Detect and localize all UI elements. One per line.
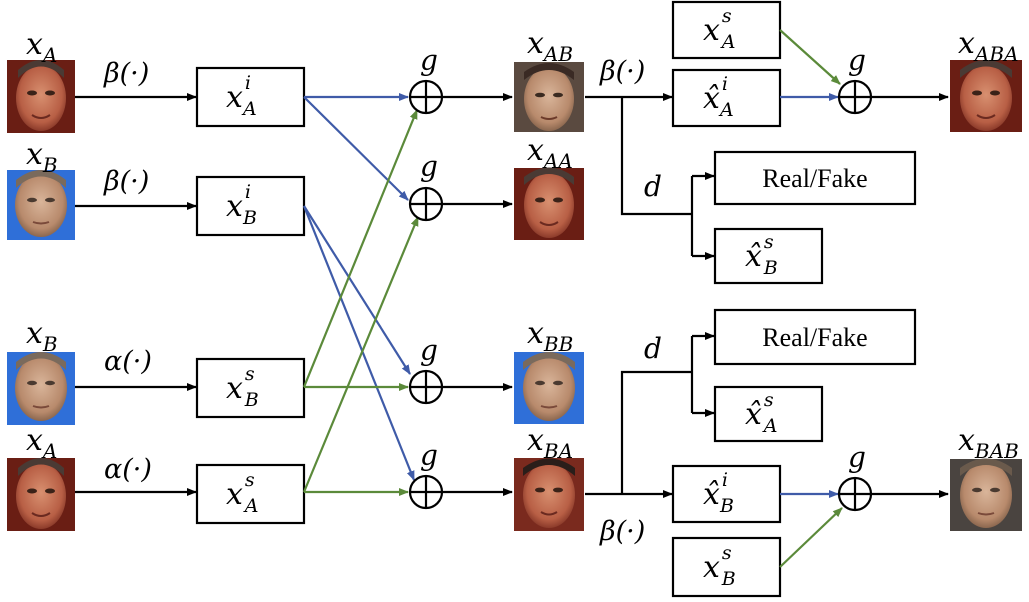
box-xiA [195,66,306,128]
label-alpha-2: α(·) [104,454,152,485]
svg-text:g: g [848,44,866,77]
generator-gAA: g [408,150,444,222]
arrow-xsA-to-gABA [779,29,841,85]
label-xBB: xBB [527,316,573,356]
face-xAA [514,167,584,240]
svg-text:g: g [420,150,438,183]
arrow-xsB-to-gBAB [779,507,843,568]
label-beta-3: β(·) [599,56,645,87]
face-xABA [950,60,1022,132]
svg-text:g: g [420,439,438,472]
label-d-top: d [644,170,662,203]
generator-gBA: g [408,439,444,510]
label-xABA: xABA [958,26,1019,66]
label-xB-low: xB [26,316,58,356]
label-xBA: xBA [527,423,573,463]
label-beta-1: β(·) [103,58,149,89]
arrow-xiA-to-gAA [303,96,409,201]
box-xsB-rec [671,536,782,598]
label-xA-low: xA [26,423,57,463]
face-xA-top [7,60,75,133]
generator-gABA: g [837,44,873,115]
face-xB-low [7,352,75,425]
svg-text:g: g [420,334,438,367]
box-xsA-rec [671,0,782,60]
box-hat-xsB [713,227,824,285]
box-realfake-bottom [713,308,917,366]
label-xAB: xAB [527,26,573,66]
svg-text:g: g [848,441,866,474]
box-xsA [195,463,306,525]
label-xA-top: xA [26,27,57,67]
arrow-xiB-to-gBB [303,205,411,375]
box-hat-xiB [671,464,782,524]
label-xBAB: xBAB [958,423,1019,463]
label-beta-4: β(·) [599,516,645,547]
box-xiB [195,175,306,237]
svg-text:g: g [420,44,438,77]
arrow-xiB-to-gBA [302,205,416,481]
box-hat-xsA [713,385,824,443]
generator-gBB: g [408,334,444,405]
box-hat-xiA [671,68,782,128]
arrow-xsB-to-gAB [302,109,419,388]
face-xBAB [950,458,1022,531]
face-xB-top [7,170,75,240]
text-realfake-bottom: Real/Fake [762,323,867,352]
label-xB-top: xB [26,137,58,177]
label-xAA: xAA [527,133,573,173]
face-xBB [514,352,584,424]
label-beta-2: β(·) [103,166,149,197]
connector-xAB-to-d [620,97,692,216]
label-alpha-1: α(·) [104,346,152,377]
generator-gBAB: g [837,441,873,512]
connector-xBA-to-d [620,370,692,494]
label-d-bottom: d [644,332,662,365]
box-realfake-top [713,150,917,206]
face-xBA [514,458,584,531]
generator-gAB: g [408,44,444,115]
text-realfake-top: Real/Fake [762,164,867,193]
face-xAB [514,62,584,132]
arrow-xsA-to-gAA [302,216,420,493]
face-xA-low [7,458,75,531]
